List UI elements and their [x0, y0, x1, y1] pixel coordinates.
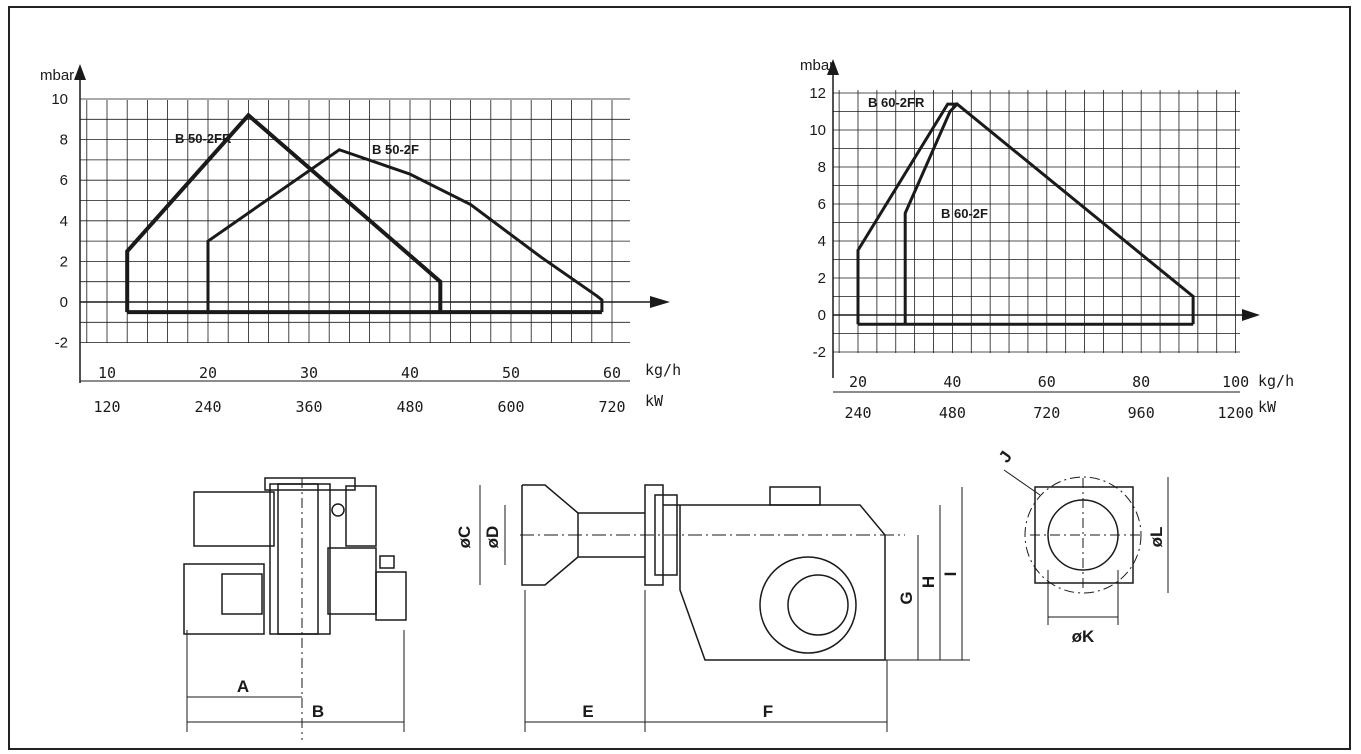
y-tick-label: 4 [60, 213, 68, 230]
y-tick-label: 10 [809, 122, 826, 139]
dim-label-g: G [897, 591, 916, 604]
x-tick-label: 60 [1038, 373, 1056, 391]
body-part [221, 573, 263, 615]
body-part [379, 555, 395, 569]
y-tick-label: 4 [818, 233, 826, 250]
y-axis-arrow [827, 59, 839, 75]
x-tick-label: 50 [502, 364, 520, 382]
motor-housing [277, 483, 319, 635]
y-tick-label: -2 [813, 344, 826, 361]
body-part [327, 547, 377, 615]
dim-label-j: J [995, 448, 1016, 467]
body-part [183, 563, 265, 635]
dim-label-e: E [582, 702, 593, 721]
body-part [375, 571, 407, 621]
dim-label-l: øL [1147, 527, 1166, 548]
x-tick-kw-label: 480 [939, 404, 966, 422]
y-tick-label: 2 [818, 270, 826, 287]
x-tick-kw-label: 120 [93, 398, 120, 416]
dim-label-c: øC [455, 526, 474, 549]
series-label: B 50-2F [372, 142, 419, 157]
series-line [903, 102, 1195, 325]
bolt-circle [1024, 476, 1142, 594]
y-tick-label: 0 [60, 294, 68, 311]
x-axis-arrow [650, 296, 670, 308]
y-tick-label: 8 [818, 159, 826, 176]
x-tick-kw-label: 1200 [1218, 404, 1254, 422]
x-unit-kw-label: kW [1258, 398, 1277, 416]
side-view: øC øD E F GHI [455, 484, 970, 732]
y-axis-label: mbar [40, 67, 74, 84]
body-part [264, 477, 356, 491]
x-tick-label: 20 [849, 373, 867, 391]
dim-line [1003, 469, 1041, 496]
dim-label-b: B [312, 702, 324, 721]
series-line [856, 102, 958, 325]
series-line [206, 148, 604, 313]
x-tick-label: 40 [943, 373, 961, 391]
y-tick-label: 6 [818, 196, 826, 213]
x-tick-label: 100 [1222, 373, 1249, 391]
x-tick-kw-label: 960 [1128, 404, 1155, 422]
body-part [345, 485, 377, 547]
y-tick-label: 6 [60, 172, 68, 189]
x-tick-label: 20 [199, 364, 217, 382]
x-tick-label: 80 [1132, 373, 1150, 391]
dim-label-d: øD [483, 526, 502, 549]
burner-housing [663, 504, 886, 661]
y-tick-label: 0 [818, 307, 826, 324]
dim-label-h: H [919, 576, 938, 588]
x-tick-kw-label: 240 [844, 404, 871, 422]
series-line [125, 112, 443, 313]
body-part [269, 483, 331, 635]
body-part [193, 491, 275, 547]
x-unit-kw-label: kW [645, 392, 664, 410]
dim-label-a: A [237, 677, 249, 696]
x-tick-label: 60 [603, 364, 621, 382]
y-tick-label: 10 [51, 91, 68, 108]
y-tick-label: 2 [60, 253, 68, 270]
x-axis-arrow [1242, 309, 1260, 321]
diagram-frame [8, 6, 1351, 750]
fan-housing [759, 556, 857, 654]
x-unit-label: kg/h [1258, 372, 1294, 390]
flange-view: øK øL J [995, 448, 1169, 646]
x-tick-label: 40 [401, 364, 419, 382]
x-tick-label: 10 [98, 364, 116, 382]
x-unit-label: kg/h [645, 361, 681, 379]
top-box [769, 486, 821, 506]
series-label: B 60-2FR [868, 95, 925, 110]
front-view: AB [183, 477, 407, 740]
y-tick-label: 12 [809, 85, 826, 102]
series-label: B 60-2F [941, 206, 988, 221]
y-tick-label: -2 [55, 335, 68, 352]
y-axis-arrow [74, 64, 86, 80]
x-tick-kw-label: 720 [598, 398, 625, 416]
x-tick-kw-label: 360 [295, 398, 322, 416]
series-label: B 50-2FR [175, 131, 232, 146]
y-axis-label: mbar [800, 57, 834, 74]
fan-inlet [787, 574, 849, 636]
dim-label-f: F [763, 702, 773, 721]
x-tick-kw-label: 240 [194, 398, 221, 416]
x-tick-kw-label: 480 [396, 398, 423, 416]
x-tick-kw-label: 720 [1033, 404, 1060, 422]
dim-label-k: øK [1072, 627, 1095, 646]
knob [331, 503, 345, 517]
y-tick-label: 8 [60, 132, 68, 149]
x-tick-label: 30 [300, 364, 318, 382]
dim-label-i: I [941, 572, 960, 577]
x-tick-kw-label: 600 [497, 398, 524, 416]
